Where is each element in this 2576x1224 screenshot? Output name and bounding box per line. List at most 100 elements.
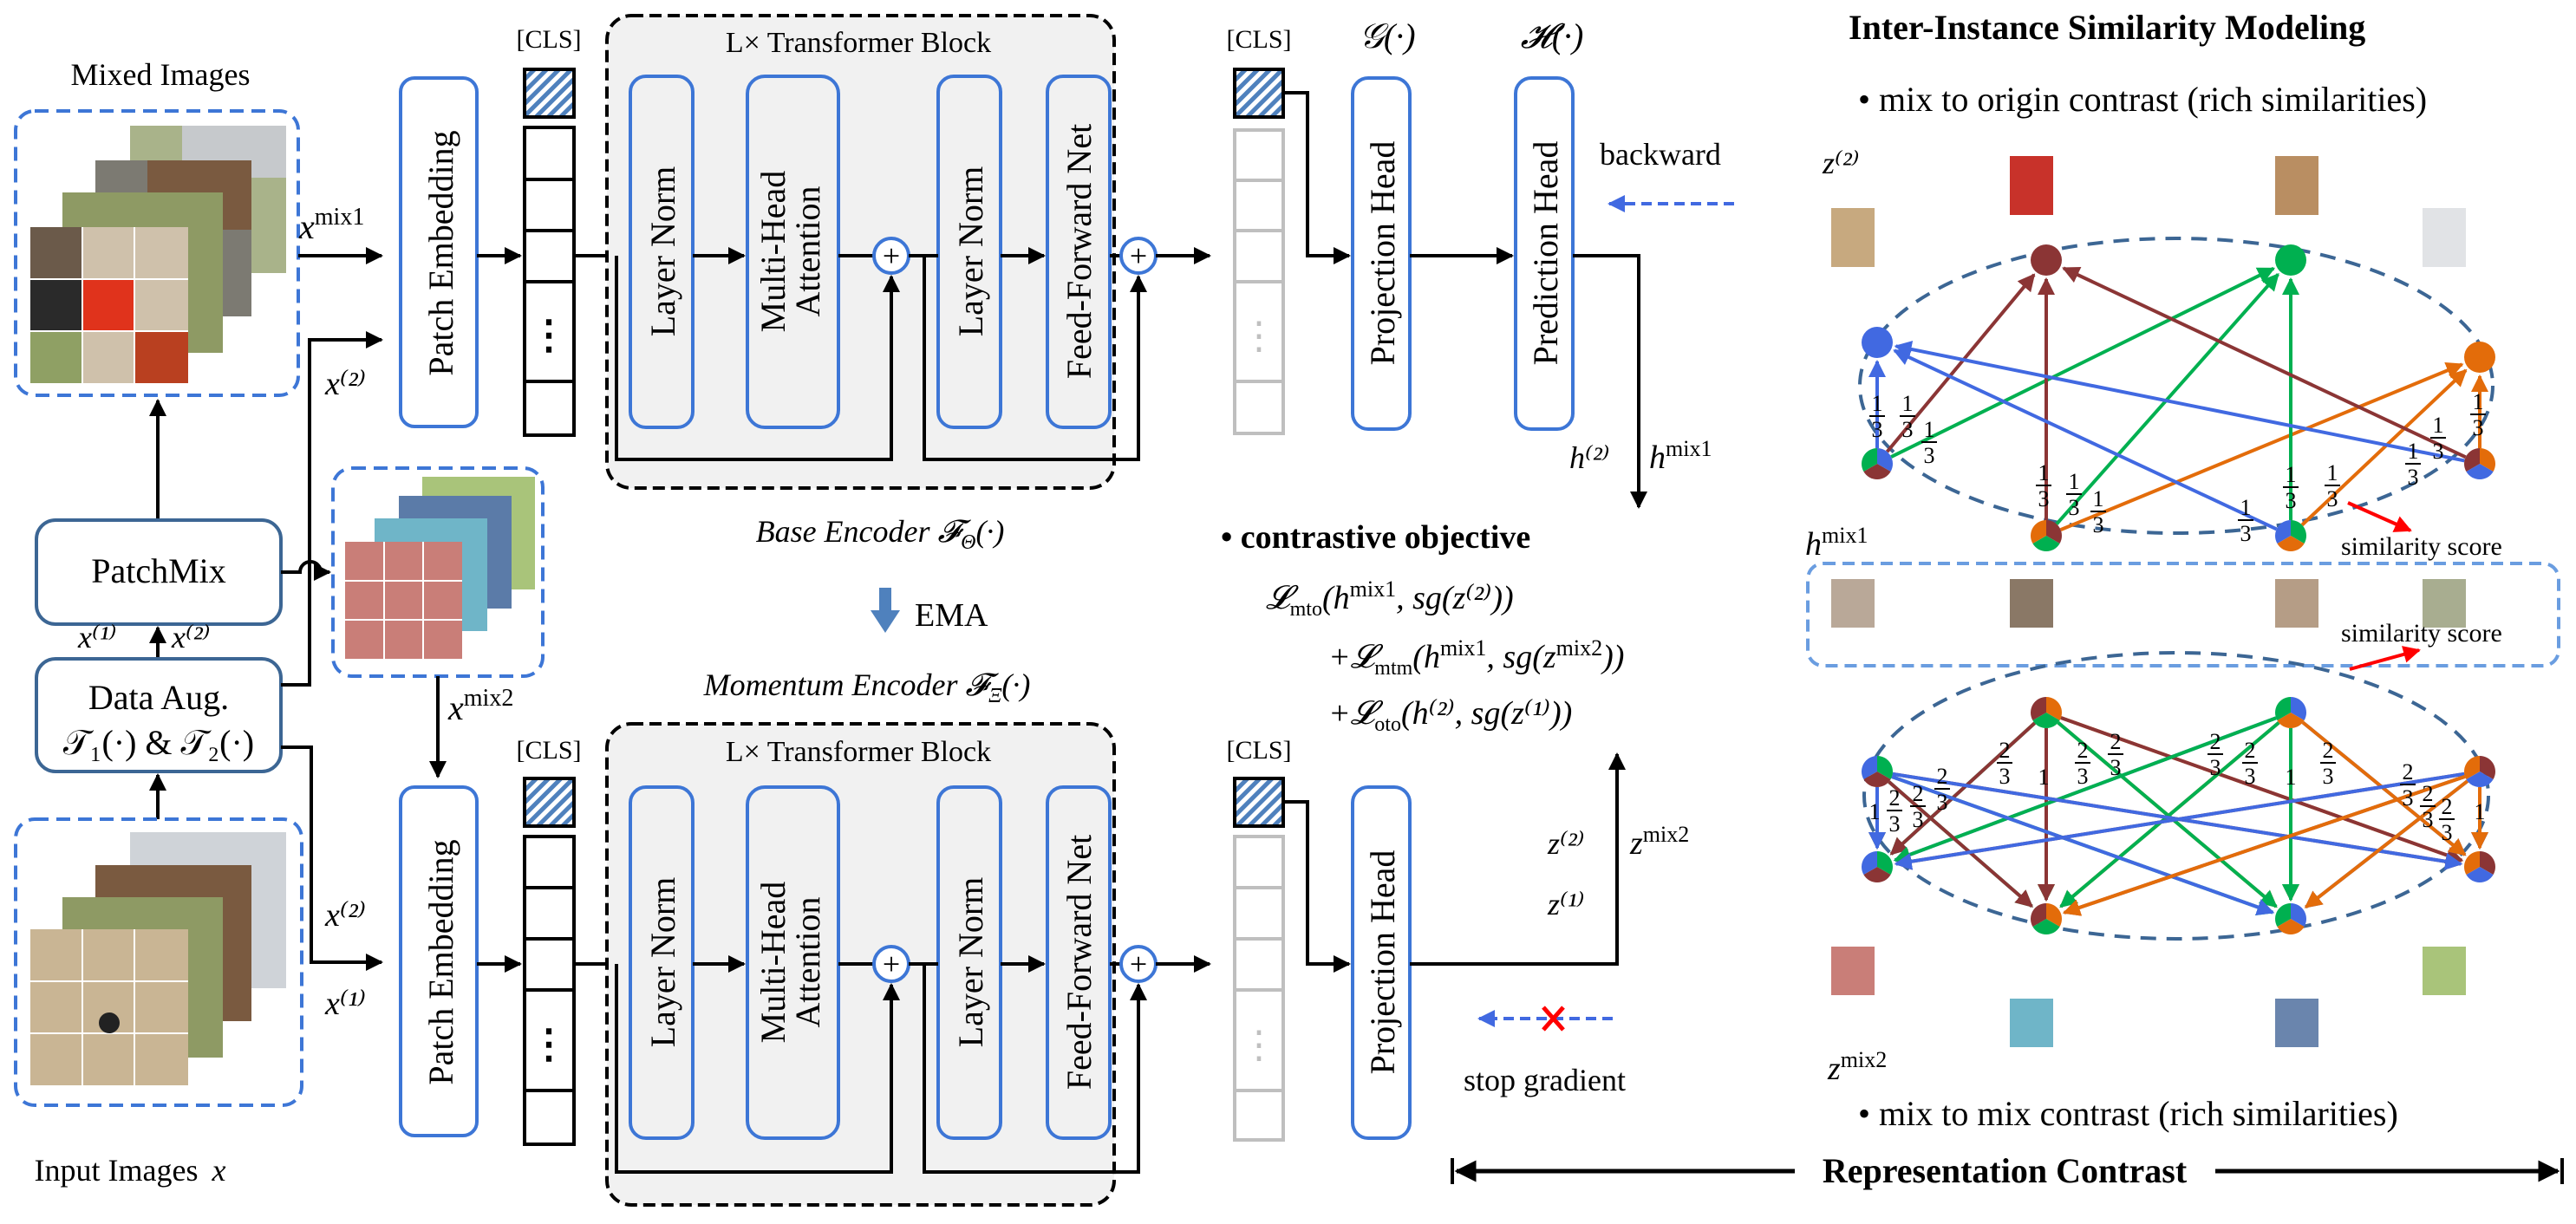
patchmix-label: PatchMix: [91, 551, 226, 590]
momentum-x1-label: x⁽¹⁾: [324, 986, 366, 1022]
weight-label: 13: [2325, 460, 2340, 511]
momentum-patch-embedding-box: [399, 785, 479, 1137]
base-ffn-label: Feed-Forward Net: [1060, 124, 1099, 379]
similarity-edge: [1894, 341, 2465, 463]
prediction-head-label: Prediction Head: [1526, 141, 1565, 366]
svg-text:3: 3: [2110, 755, 2122, 780]
weight-label: 13: [2036, 460, 2051, 511]
backward-label: backward: [1600, 137, 1721, 172]
svg-text:2: 2: [2210, 729, 2221, 754]
thumb-chihuahua: [2275, 156, 2318, 215]
svg-text:2: 2: [2403, 759, 2414, 785]
similarity-score-arrow-top: [2347, 501, 2412, 532]
svg-text:3: 3: [1872, 417, 1883, 442]
weight-label-one: 1: [2475, 799, 2486, 824]
objective-line1: 𝓛mto(hmix1, sg(z⁽²⁾)): [1266, 576, 1514, 621]
plus-icon: +: [1130, 238, 1147, 273]
similarity-edge: [2300, 368, 2468, 527]
x1-label: x⁽¹⁾: [77, 620, 116, 654]
objective-title: • contrastive objective: [1221, 519, 1530, 556]
svg-text:3: 3: [2286, 488, 2297, 513]
momentum-layer-norm-1-label: Layer Norm: [643, 877, 682, 1048]
svg-text:3: 3: [2038, 486, 2050, 511]
weight-label: 23: [2242, 738, 2258, 789]
mixed-node: [1862, 756, 1893, 787]
mto-caption: • mix to origin contrast (rich similarit…: [1858, 80, 2427, 119]
mixed-node: [2464, 448, 2495, 479]
svg-text:3: 3: [1902, 417, 1914, 442]
weight-label: 23: [2400, 759, 2416, 811]
svg-text:1: 1: [2286, 462, 2297, 487]
h2-label: h⁽²⁾: [1569, 440, 1609, 475]
svg-text:1: 1: [2038, 460, 2050, 485]
similarity-edge: [2304, 779, 2469, 909]
mix2-images-stack: [345, 477, 535, 659]
mixed-node: [2275, 520, 2306, 551]
svg-text:3: 3: [1924, 443, 1935, 468]
weight-label: 23: [2208, 729, 2223, 780]
momentum-encoder: Momentum Encoder 𝓕Ξ(·) Patch Embedding […: [399, 667, 1689, 1207]
x2-label: x⁽²⁾: [171, 620, 210, 654]
base-output-cls-token: [1233, 68, 1285, 119]
base-output-token-dots: ⋮: [1240, 315, 1278, 357]
mixed-node: [2031, 520, 2063, 551]
weight-label: 13: [1921, 417, 1937, 468]
base-x2-label: x⁽²⁾: [324, 366, 366, 402]
svg-text:1: 1: [2327, 460, 2338, 485]
mtm-ellipse: [1862, 651, 2490, 941]
base-projection-head: [1351, 76, 1412, 431]
ema-label: EMA: [915, 597, 988, 634]
weight-label: 13: [2283, 462, 2299, 513]
momentum-caption: Momentum Encoder 𝓕Ξ(·): [703, 667, 1031, 707]
data-aug-line2: 𝒯₁(·) & 𝒯₂(·): [63, 723, 254, 762]
svg-text:2: 2: [1913, 781, 1924, 806]
origin-node: [1862, 327, 1893, 358]
zmix2-output-label: zmix2: [1629, 822, 1689, 862]
svg-text:3: 3: [2245, 764, 2256, 789]
svg-text:3: 3: [1889, 811, 1901, 837]
thumb-cardinal: [2010, 156, 2053, 215]
weight-label: 13: [2405, 439, 2421, 490]
aug-to-base-x2-line: [281, 331, 383, 687]
weight-label-one: 1: [1869, 799, 1881, 824]
momentum-layer-norm-2-label: Layer Norm: [951, 877, 990, 1048]
similarity-edge: [1891, 775, 2275, 915]
weight-label: 13: [2470, 389, 2486, 440]
svg-text:1: 1: [2093, 486, 2104, 511]
weight-label: 23: [1934, 764, 1950, 815]
base-layer-norm-1-label: Layer Norm: [643, 166, 682, 337]
mixed-images-frame: [14, 109, 300, 397]
svg-text:3: 3: [2069, 495, 2080, 520]
data-aug-line1: Data Aug.: [88, 678, 229, 717]
base-block-title: L× Transformer Block: [726, 27, 991, 59]
base-layer-norm-2: [936, 75, 1002, 429]
prediction-head: [1514, 76, 1575, 431]
hmix1-output-label: hmix1: [1649, 436, 1712, 476]
weight-label: 23: [1910, 781, 1926, 832]
weight-label-one: 1: [2286, 765, 2297, 790]
svg-text:3: 3: [2423, 807, 2434, 832]
momentum-cls-label: [CLS]: [517, 736, 582, 765]
xmix1-label: xmix1: [298, 204, 364, 246]
svg-text:1: 1: [2069, 469, 2080, 494]
weight-label: 23: [2420, 781, 2436, 832]
momentum-token-dots: ⋮: [529, 1022, 569, 1066]
aug-to-momentum-line: [281, 745, 383, 971]
weight-label: 13: [2090, 486, 2106, 537]
weight-label: 13: [2066, 469, 2082, 520]
momentum-block-title: L× Transformer Block: [726, 736, 991, 768]
input-images-stack: [30, 832, 286, 1085]
weight-label: 23: [2320, 738, 2336, 789]
stop-gradient-label: stop gradient: [1464, 1063, 1626, 1097]
representation-contrast-label: Representation Contrast: [1823, 1151, 2188, 1190]
ema-arrow: [871, 588, 900, 633]
svg-text:3: 3: [2403, 785, 2414, 811]
similarity-edge: [2059, 721, 2280, 908]
svg-text:1: 1: [1902, 391, 1914, 416]
zmix2-thumb-2: [2010, 999, 2053, 1047]
representation-contrast-bar: [1451, 1158, 2564, 1184]
base-mha-label-1: Multi-Head: [753, 171, 792, 333]
base-ffn: [1046, 75, 1112, 429]
